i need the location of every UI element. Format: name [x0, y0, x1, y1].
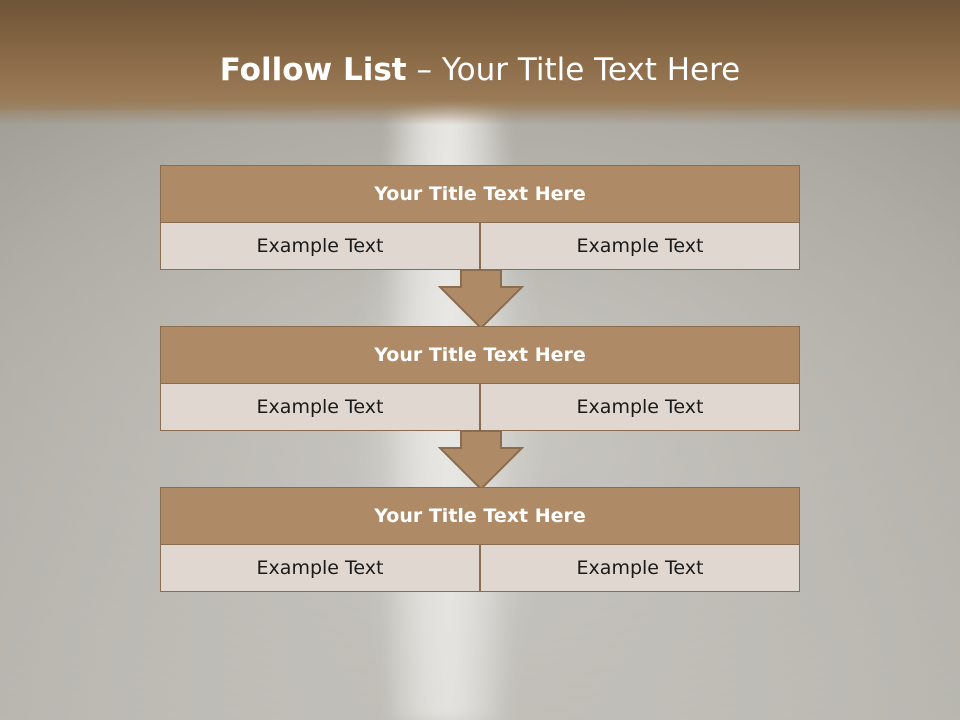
- block-title: Your Title Text Here: [160, 165, 800, 223]
- block-cell-right: Example Text: [480, 544, 800, 592]
- slide-title: Follow List – Your Title Text Here: [0, 52, 960, 88]
- slide-title-rest: – Your Title Text Here: [406, 52, 741, 88]
- slide-title-bold: Follow List: [219, 52, 407, 88]
- block-cell-right: Example Text: [480, 222, 800, 270]
- block-cell-left: Example Text: [160, 544, 480, 592]
- header-band: [0, 0, 960, 125]
- down-arrow-icon: [438, 431, 524, 491]
- block-cell-left: Example Text: [160, 383, 480, 431]
- block-title: Your Title Text Here: [160, 487, 800, 545]
- block-cell-left: Example Text: [160, 222, 480, 270]
- down-arrow-icon: [438, 270, 524, 330]
- block-cell-right: Example Text: [480, 383, 800, 431]
- block-title: Your Title Text Here: [160, 326, 800, 384]
